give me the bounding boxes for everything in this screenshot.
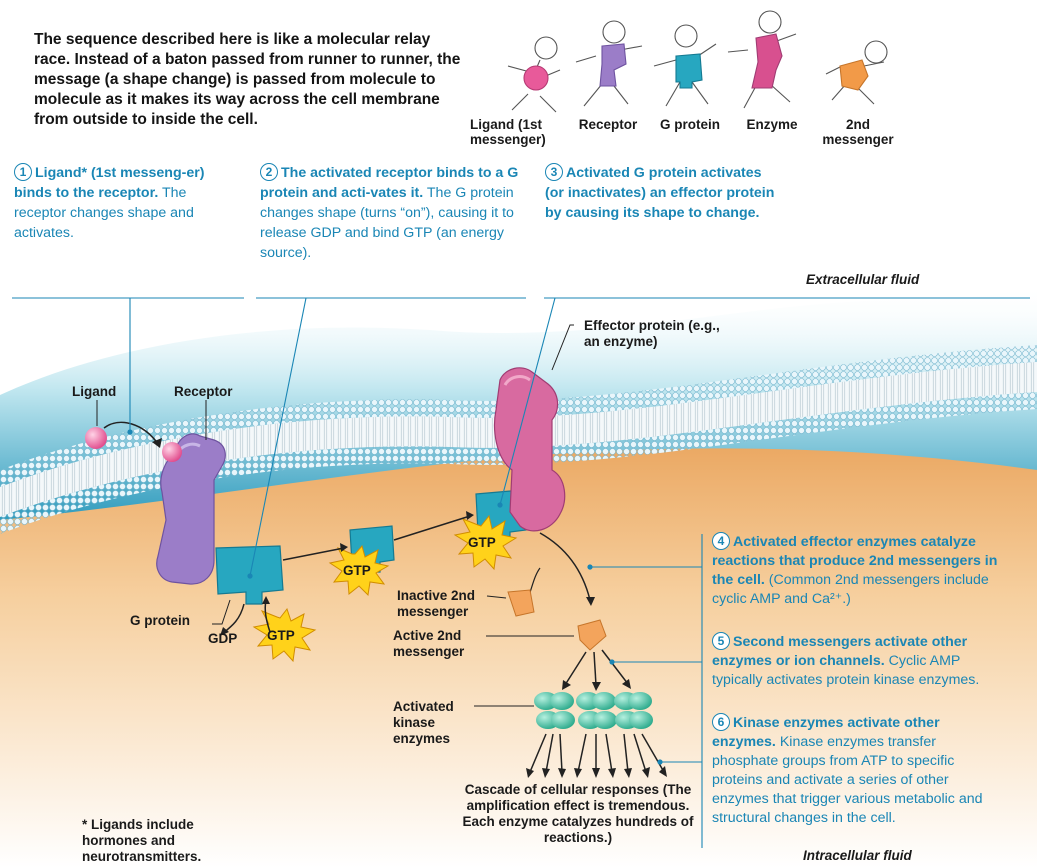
relay-runners bbox=[507, 10, 888, 113]
step-4-body: (Common 2nd messengers include cyclic AM… bbox=[712, 572, 989, 607]
step-3-head: Activated G protein activates (or inacti… bbox=[545, 165, 775, 221]
gtp-label-1: GTP bbox=[343, 563, 371, 578]
ligand-label: Ligand bbox=[72, 384, 117, 399]
step-4-head: Activated effector enzymes catalyze reac… bbox=[712, 534, 998, 588]
gtp-star-1 bbox=[328, 544, 390, 597]
active-2nd-messenger bbox=[577, 619, 607, 651]
step-2-number: 2 bbox=[260, 163, 278, 181]
step-1-number: 1 bbox=[14, 163, 32, 181]
step-4-number: 4 bbox=[712, 532, 730, 550]
extracellular-label: Extracellular fluid bbox=[806, 272, 920, 287]
step-6-head: Kinase enzymes activate other enzymes. bbox=[712, 715, 940, 750]
receptor-label: Receptor bbox=[174, 384, 233, 399]
effector-label: Effector protein (e.g., an enzyme) bbox=[584, 318, 720, 349]
runner-label-gprotein: G protein bbox=[660, 117, 720, 132]
step-6-number: 6 bbox=[712, 713, 730, 731]
step-5-body: Cyclic AMP typically activates protein k… bbox=[712, 653, 980, 688]
runner-label-ligand: Ligand (1st messenger) bbox=[470, 117, 546, 147]
inactive-2nd-messenger bbox=[507, 589, 535, 617]
gtp-star-2 bbox=[453, 514, 518, 571]
gtp-star-3 bbox=[252, 607, 317, 663]
step-5-number: 5 bbox=[712, 632, 730, 650]
ligand-ball-free bbox=[85, 427, 107, 449]
gdp-label: GDP bbox=[208, 631, 238, 646]
active-2nd-label: Active 2nd messenger bbox=[393, 628, 465, 659]
gtp-label-2: GTP bbox=[468, 535, 496, 550]
step-2-head: The activated receptor binds to a G prot… bbox=[260, 165, 519, 201]
effector-protein bbox=[493, 367, 566, 532]
runner-label-receptor: Receptor bbox=[578, 117, 638, 132]
step-1-head: Ligand* (1st messeng-er) binds to the re… bbox=[14, 165, 205, 201]
intro-text: The sequence described here is like a mo… bbox=[34, 31, 461, 128]
footnote: * Ligands include hormones and neurotran… bbox=[82, 817, 202, 864]
cascade-label: Cascade of cellular responses (The ampli… bbox=[462, 782, 694, 845]
intracellular-label: Intracellular fluid bbox=[803, 848, 912, 863]
step-3-number: 3 bbox=[545, 163, 563, 181]
cascade-arrows bbox=[529, 733, 665, 773]
kinase-label: Activated kinase enzymes bbox=[393, 699, 454, 746]
step-2-body: The G protein changes shape (turns “on”)… bbox=[260, 185, 514, 261]
kinase-enzymes bbox=[534, 692, 653, 729]
runner-label-enzyme: Enzyme bbox=[746, 117, 798, 132]
gprotein-label: G protein bbox=[130, 613, 190, 628]
step-6-body: Kinase enzymes transfer phosphate groups… bbox=[712, 734, 983, 826]
step-1-body: The receptor changes shape and activates… bbox=[14, 185, 194, 241]
ligand-ball-bound bbox=[162, 442, 182, 462]
runner-label-2nd-messenger: 2nd messenger bbox=[822, 117, 894, 147]
gtp-label-3: GTP bbox=[267, 628, 295, 643]
inactive-2nd-label: Inactive 2nd messenger bbox=[397, 588, 476, 619]
step-5-head: Second messengers activate other enzymes… bbox=[712, 634, 968, 669]
